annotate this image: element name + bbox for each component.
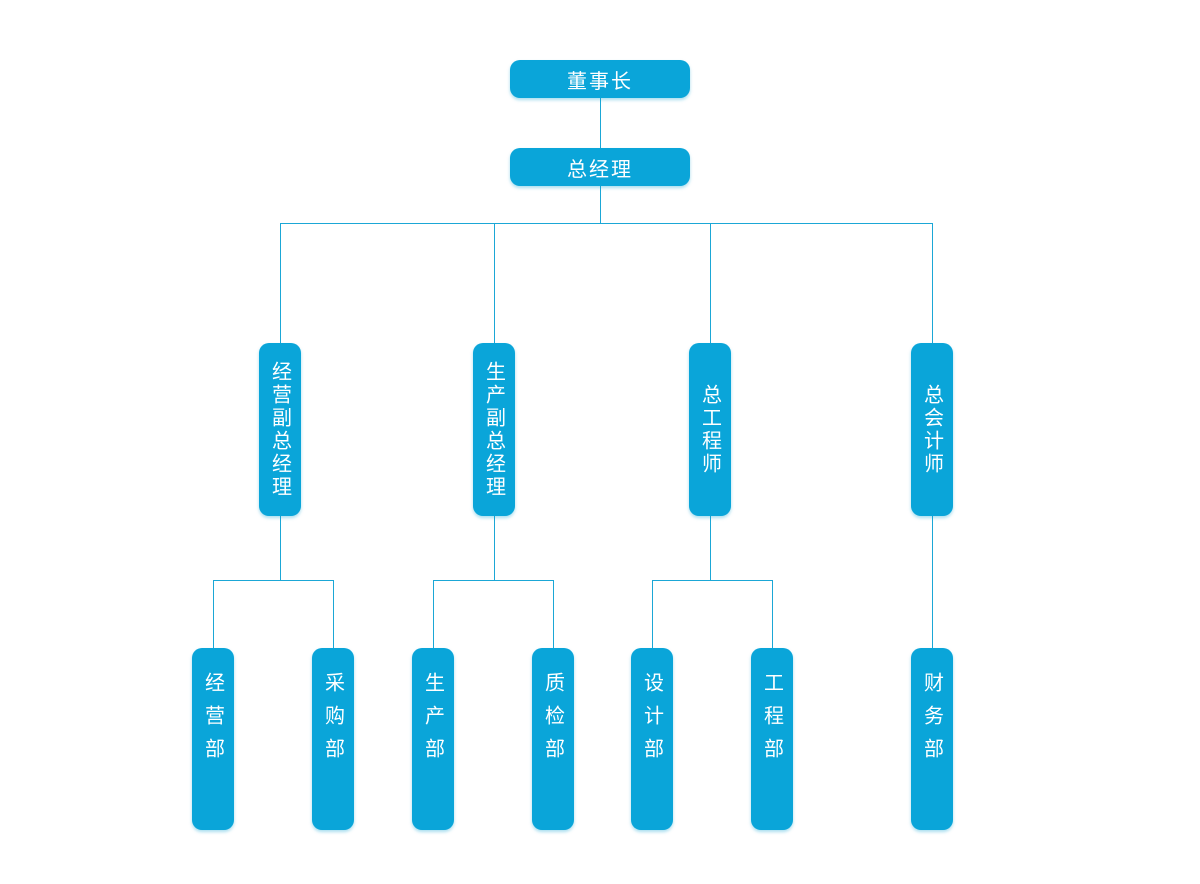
connector-drop-chief-engineer	[710, 223, 711, 343]
node-chief-accountant: 总会计师	[911, 343, 953, 516]
node-vp-operations: 经营副总经理	[259, 343, 301, 516]
node-engineering-dept: 工程部	[751, 648, 793, 830]
node-design-dept: 设计部	[631, 648, 673, 830]
node-vp-production: 生产副总经理	[473, 343, 515, 516]
connector-drop-vp-production	[494, 223, 495, 343]
node-quality-dept: 质检部	[532, 648, 574, 830]
connector-vp-operations-stem	[280, 516, 281, 580]
connector-drop-quality-dept	[553, 580, 554, 648]
connector-group3-bus	[652, 580, 772, 581]
node-production-dept: 生产部	[412, 648, 454, 830]
node-purchasing-dept: 采购部	[312, 648, 354, 830]
node-business-dept: 经营部	[192, 648, 234, 830]
connector-drop-design-dept	[652, 580, 653, 648]
connector-gm-stem	[600, 186, 601, 223]
connector-chief-engineer-stem	[710, 516, 711, 580]
connector-chairman-gm	[600, 98, 601, 148]
connector-drop-chief-accountant	[932, 223, 933, 343]
node-chief-engineer: 总工程师	[689, 343, 731, 516]
node-finance-dept: 财务部	[911, 648, 953, 830]
connector-drop-vp-operations	[280, 223, 281, 343]
node-general-manager: 总经理	[510, 148, 690, 186]
connector-chief-accountant-finance	[932, 516, 933, 648]
connector-group2-bus	[433, 580, 553, 581]
node-chairman: 董事长	[510, 60, 690, 98]
connector-group1-bus	[213, 580, 333, 581]
connector-vp-production-stem	[494, 516, 495, 580]
connector-drop-purchasing-dept	[333, 580, 334, 648]
connector-level2-bus	[280, 223, 932, 224]
connector-drop-production-dept	[433, 580, 434, 648]
connector-drop-business-dept	[213, 580, 214, 648]
connector-drop-engineering-dept	[772, 580, 773, 648]
